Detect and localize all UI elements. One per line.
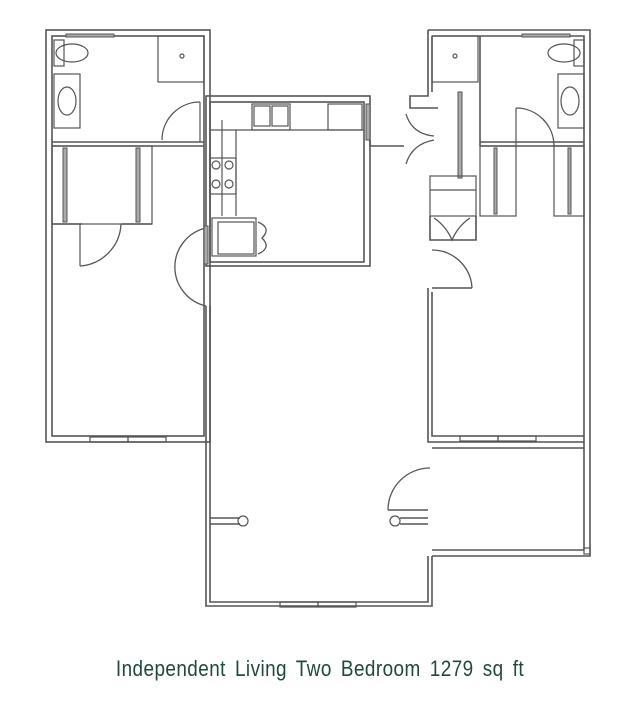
kitchen [174,95,371,307]
right-bedroom [427,288,584,443]
door-swing-icon [387,467,431,511]
left-bedroom [89,436,167,443]
vanity-icon [53,73,81,129]
floor-plan [45,29,591,608]
door-swing-icon [174,227,207,307]
patio [432,447,591,555]
pantry [211,217,257,257]
left-closet [51,145,153,267]
sink-icon [251,103,291,131]
door-swing-icon [257,221,267,255]
stove-icon [209,157,237,195]
right-bathroom [431,33,585,147]
shower-icon [431,35,479,83]
sink-icon [560,86,580,116]
plan-caption: Independent Living Two Bedroom 1279 sq f… [115,656,525,681]
sink-icon [57,86,77,116]
door-swing-icon [161,101,201,141]
shower-icon [157,35,205,83]
door-swing-icon [431,249,473,289]
left-bathroom [52,33,205,147]
living-room [205,113,473,608]
door-swing-icon [515,107,555,147]
right-closet [429,91,585,242]
toilet-tank-icon [573,39,585,67]
door-swing-icon [79,223,122,267]
left-wing [45,29,211,443]
refrigerator-icon [327,103,363,131]
vanity-icon [557,73,585,129]
toilet-tank-icon [53,39,65,67]
door-swing-icon [433,217,471,242]
toilet-icon [55,43,89,63]
door-swing-icon [405,113,435,137]
toilet-icon [547,43,581,63]
